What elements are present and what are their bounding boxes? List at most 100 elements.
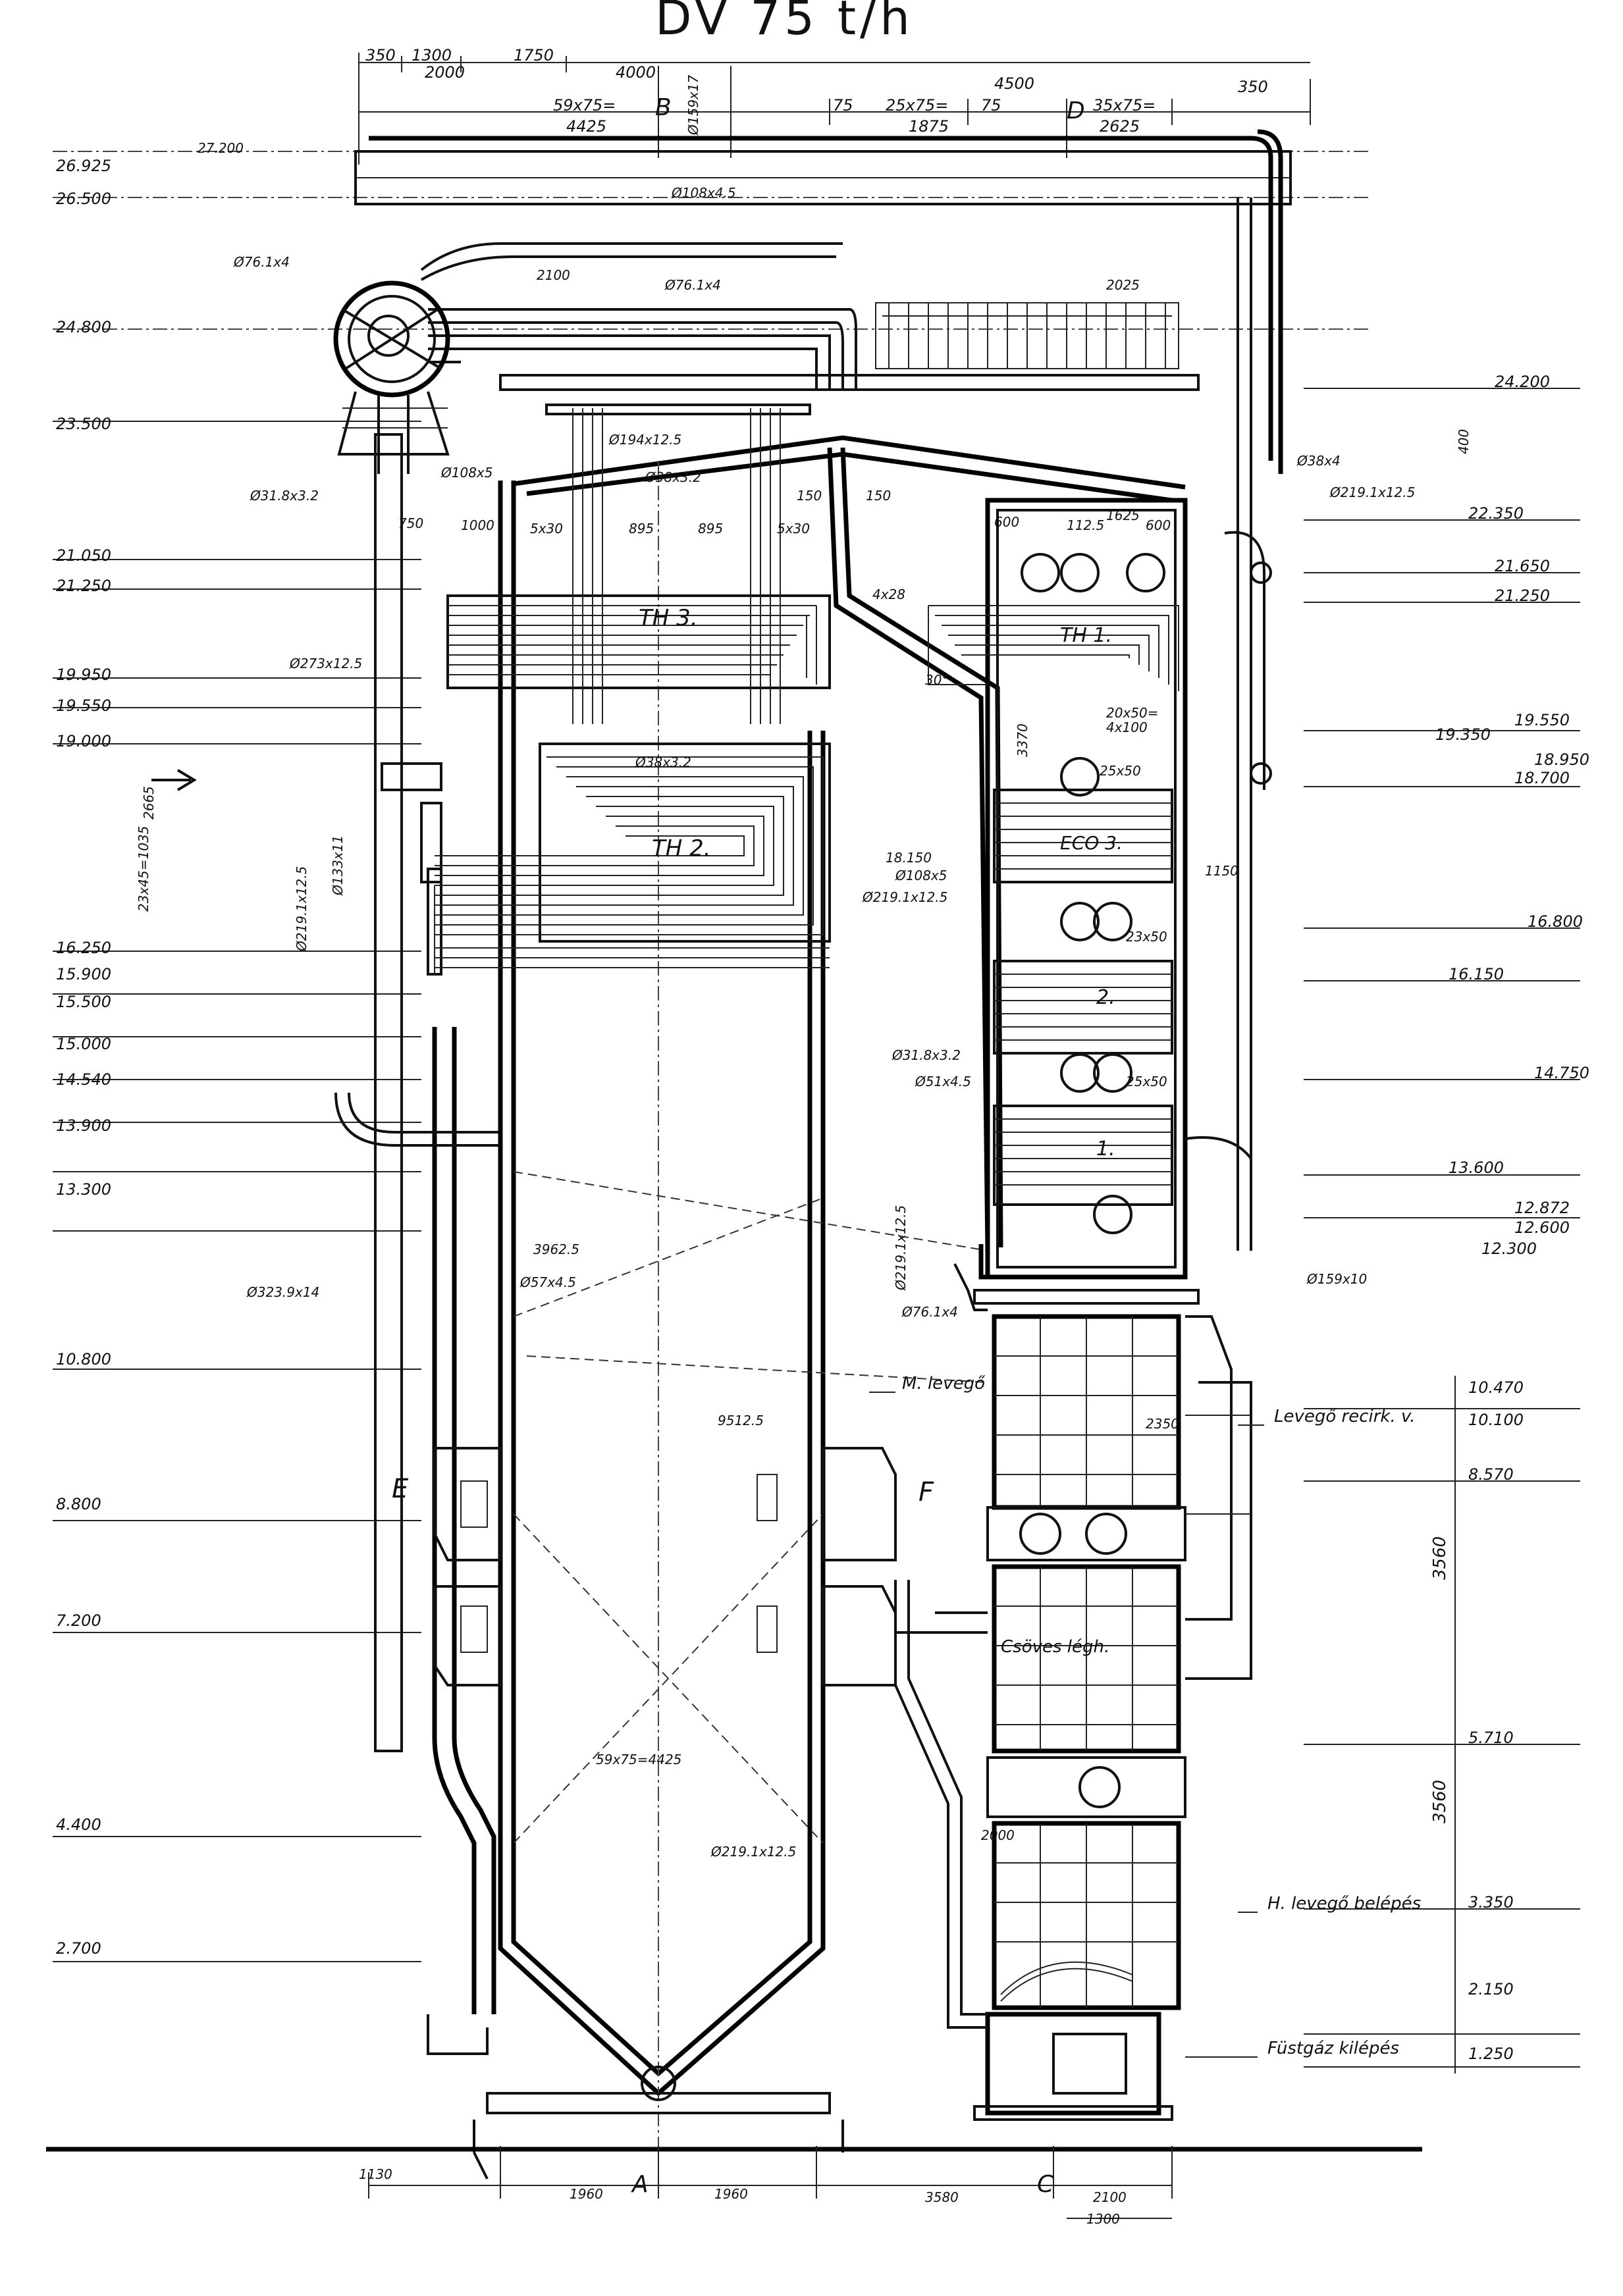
economiser-2 xyxy=(993,960,1173,1055)
svg-text:18.950: 18.950 xyxy=(1534,750,1589,769)
svg-text:13.900: 13.900 xyxy=(56,1116,111,1135)
drawing-title: DV 75 t/h xyxy=(655,0,914,45)
svg-text:Ø219.1x12.5: Ø219.1x12.5 xyxy=(893,1205,909,1291)
svg-text:1.250: 1.250 xyxy=(1468,2045,1514,2063)
svg-text:2.: 2. xyxy=(1096,986,1115,1009)
svg-text:150: 150 xyxy=(866,488,891,504)
svg-text:19.550: 19.550 xyxy=(1514,711,1570,729)
svg-text:Ø38x3.2: Ø38x3.2 xyxy=(635,754,691,770)
svg-text:2100: 2100 xyxy=(537,267,570,283)
svg-text:16.250: 16.250 xyxy=(56,939,111,957)
svg-text:5x30: 5x30 xyxy=(777,521,810,536)
svg-text:19.950: 19.950 xyxy=(56,665,111,684)
svg-text:21.250: 21.250 xyxy=(56,577,111,595)
svg-text:Ø57x4.5: Ø57x4.5 xyxy=(519,1274,576,1290)
svg-text:895: 895 xyxy=(698,521,723,536)
svg-text:Ø219.1x12.5: Ø219.1x12.5 xyxy=(294,866,309,952)
svg-text:Ø76.1x4: Ø76.1x4 xyxy=(901,1304,958,1320)
svg-text:Ø159x17: Ø159x17 xyxy=(685,75,701,136)
svg-text:Füstgáz kilépés: Füstgáz kilépés xyxy=(1267,2039,1399,2058)
svg-text:600: 600 xyxy=(994,514,1019,530)
svg-text:2025: 2025 xyxy=(1106,277,1140,293)
svg-text:4000: 4000 xyxy=(616,63,656,82)
svg-text:2000: 2000 xyxy=(425,63,465,82)
svg-text:18.700: 18.700 xyxy=(1514,769,1570,787)
burners xyxy=(433,1447,897,1686)
svg-text:4x100: 4x100 xyxy=(1106,719,1148,735)
economiser-3 xyxy=(993,789,1173,883)
svg-text:59x75=: 59x75= xyxy=(553,96,616,115)
svg-text:15.500: 15.500 xyxy=(56,993,111,1011)
svg-text:TH 1.: TH 1. xyxy=(1060,624,1112,647)
svg-text:Ø38x4: Ø38x4 xyxy=(1296,453,1341,469)
svg-text:Ø31.8x3.2: Ø31.8x3.2 xyxy=(250,488,319,504)
bottom-dimension-chain xyxy=(368,2146,1173,2219)
svg-text:3370: 3370 xyxy=(1015,723,1030,757)
svg-text:30°: 30° xyxy=(925,672,948,688)
svg-text:22.350: 22.350 xyxy=(1468,504,1524,523)
svg-text:16.800: 16.800 xyxy=(1528,912,1583,931)
svg-text:4x28: 4x28 xyxy=(872,587,905,602)
svg-text:14.540: 14.540 xyxy=(56,1070,111,1089)
pipe-size-labels: Ø108x4.5 Ø76.1x4 2100 2025 Ø76.1x4 Ø194x… xyxy=(136,185,1472,2227)
top-dimension-chain xyxy=(358,53,1311,165)
svg-text:14.750: 14.750 xyxy=(1534,1064,1589,1082)
svg-text:A: A xyxy=(631,2171,649,2198)
svg-text:4.400: 4.400 xyxy=(56,1815,101,1834)
svg-text:8.570: 8.570 xyxy=(1468,1465,1514,1484)
svg-text:150: 150 xyxy=(797,488,822,504)
svg-text:15.900: 15.900 xyxy=(56,965,111,983)
svg-text:21.650: 21.650 xyxy=(1495,557,1550,575)
air-heater xyxy=(894,1314,1252,2121)
svg-text:2.700: 2.700 xyxy=(56,1939,101,1958)
svg-text:24.200: 24.200 xyxy=(1495,373,1550,391)
callout-labels: M. levegő Levegő recirk. v. Csöves légh.… xyxy=(902,1374,1450,2058)
svg-text:26.925: 26.925 xyxy=(56,157,111,175)
svg-text:18.150: 18.150 xyxy=(886,850,932,866)
svg-text:23x45=1035: 23x45=1035 xyxy=(136,826,151,912)
left-elevation-labels: 26.925 27.200 26.500 24.800 23.500 21.05… xyxy=(56,140,244,1958)
svg-text:9512.5: 9512.5 xyxy=(718,1413,764,1428)
svg-text:4425: 4425 xyxy=(566,117,606,136)
bottom-hopper xyxy=(427,2014,844,2179)
svg-text:1960: 1960 xyxy=(570,2186,603,2202)
svg-text:25x50: 25x50 xyxy=(1126,1074,1167,1089)
superheater-th1 xyxy=(928,605,1179,691)
svg-text:Ø31.8x3.2: Ø31.8x3.2 xyxy=(891,1047,961,1063)
svg-text:1625: 1625 xyxy=(1106,508,1140,523)
callout-arrows xyxy=(151,769,1264,2058)
right-riser-pipes xyxy=(1184,197,1272,1251)
svg-text:35x75=: 35x75= xyxy=(1093,96,1156,115)
svg-text:2625: 2625 xyxy=(1100,117,1140,136)
svg-text:ECO 3.: ECO 3. xyxy=(1060,832,1123,854)
steam-drum xyxy=(333,280,450,474)
top-dimension-labels: 350 1300 1750 2000 4000 59x75= 4425 B Ø1… xyxy=(365,46,1268,136)
svg-text:750: 750 xyxy=(398,515,423,531)
svg-text:12.300: 12.300 xyxy=(1481,1239,1537,1258)
superheater-th3 xyxy=(446,594,831,689)
svg-text:1130: 1130 xyxy=(359,2166,392,2182)
svg-text:1960: 1960 xyxy=(714,2186,748,2202)
svg-text:21.050: 21.050 xyxy=(56,546,111,565)
svg-text:Ø76.1x4: Ø76.1x4 xyxy=(664,277,721,293)
svg-text:2665: 2665 xyxy=(141,786,157,820)
svg-text:112.5: 112.5 xyxy=(1067,517,1104,533)
svg-text:1.: 1. xyxy=(1096,1137,1115,1161)
svg-text:7.200: 7.200 xyxy=(56,1611,101,1630)
svg-text:C: C xyxy=(1037,2171,1054,2198)
top-structure xyxy=(354,129,1292,474)
svg-text:3.350: 3.350 xyxy=(1468,1893,1514,1912)
svg-text:TH 3.: TH 3. xyxy=(639,605,698,631)
svg-text:19.000: 19.000 xyxy=(56,732,111,750)
svg-text:25x75=: 25x75= xyxy=(886,96,948,115)
svg-text:E: E xyxy=(392,1474,409,1504)
svg-text:Ø133x11: Ø133x11 xyxy=(330,835,346,896)
svg-text:13.300: 13.300 xyxy=(56,1180,111,1199)
svg-text:25x50: 25x50 xyxy=(1100,763,1141,779)
svg-text:12.600: 12.600 xyxy=(1514,1218,1570,1237)
svg-text:23x50: 23x50 xyxy=(1126,929,1167,945)
svg-text:350: 350 xyxy=(365,46,396,65)
svg-text:4500: 4500 xyxy=(994,74,1034,93)
svg-text:10.100: 10.100 xyxy=(1468,1411,1524,1429)
svg-text:Ø108x4.5: Ø108x4.5 xyxy=(671,185,736,201)
